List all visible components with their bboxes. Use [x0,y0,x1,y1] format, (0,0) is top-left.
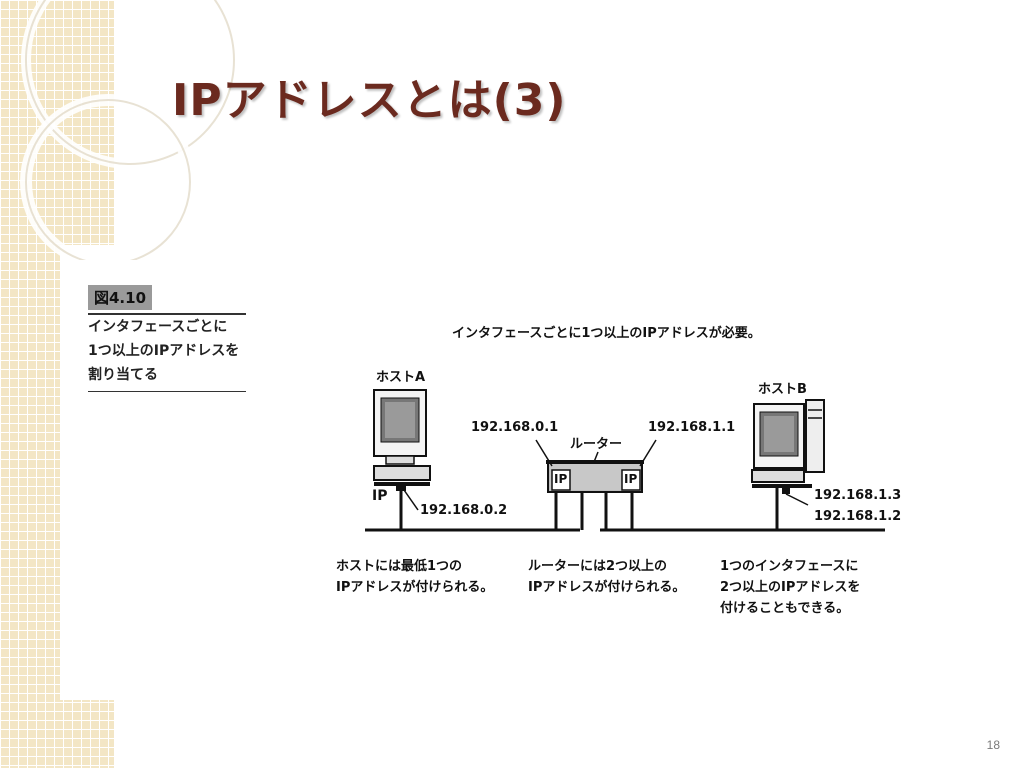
host-b-address: 192.168.1.2 [814,509,902,524]
router-right-address: 192.168.1.1 [648,420,736,435]
caption-line: 1つ以上のIPアドレスを [88,343,240,359]
caption-rule-bottom [88,391,246,392]
caption-line: インタフェースごとに [88,319,228,335]
diagram-top-note: インタフェースごとに1つ以上のIPアドレスが必要。 [452,326,761,341]
host-a-computer [373,389,431,530]
slide-title: IPアドレスとは(3) [172,75,567,126]
caption-rule-top [88,313,246,315]
decorative-circles [20,0,239,260]
host-note: ホストには最低1つの IPアドレスが付けられる。 [336,556,493,598]
multi-note-line: 1つのインタフェースに [720,559,859,574]
host-a-ip-tag: IP [372,488,388,504]
router-device [546,460,644,530]
host-b-label: ホストB [758,382,807,397]
content-band [60,245,1024,700]
router-left-pointer [535,439,553,467]
host-a-address: 192.168.0.2 [420,503,508,518]
host-a-label: ホストA [376,370,426,385]
multi-note-line: 2つ以上のIPアドレスを [720,580,861,595]
router-right-pointer [639,439,657,467]
multi-address-note: 1つのインタフェースに 2つ以上のIPアドレスを 付けることもできる。 [720,556,860,619]
router-note-line: IPアドレスが付けられる。 [528,580,686,595]
router-note: ルーターには2つ以上の IPアドレスが付けられる。 [528,556,685,598]
page-number: 18 [986,738,1000,752]
router-right-ip-tag: IP [624,472,638,486]
caption-line: 割り当てる [88,367,158,383]
host-b-computer [751,399,825,530]
figure-caption: 図4.10 インタフェースごとに 1つ以上のIPアドレスを 割り当てる [88,285,248,392]
host-b-address: 192.168.1.3 [814,488,902,503]
host-note-line: IPアドレスが付けられる。 [336,580,494,595]
router-left-ip-tag: IP [554,472,568,486]
host-note-line: ホストには最低1つの [336,559,463,574]
router-label-pointer [593,451,599,463]
multi-note-line: 付けることもできる。 [720,601,850,616]
figure-number: 図4.10 [88,285,153,310]
title-background [114,0,1024,245]
router-note-line: ルーターには2つ以上の [528,559,668,574]
host-b-address-pointer [785,493,809,506]
router-label: ルーター [570,437,623,452]
router-left-address: 192.168.0.1 [471,420,559,435]
host-a-address-pointer [403,489,419,511]
